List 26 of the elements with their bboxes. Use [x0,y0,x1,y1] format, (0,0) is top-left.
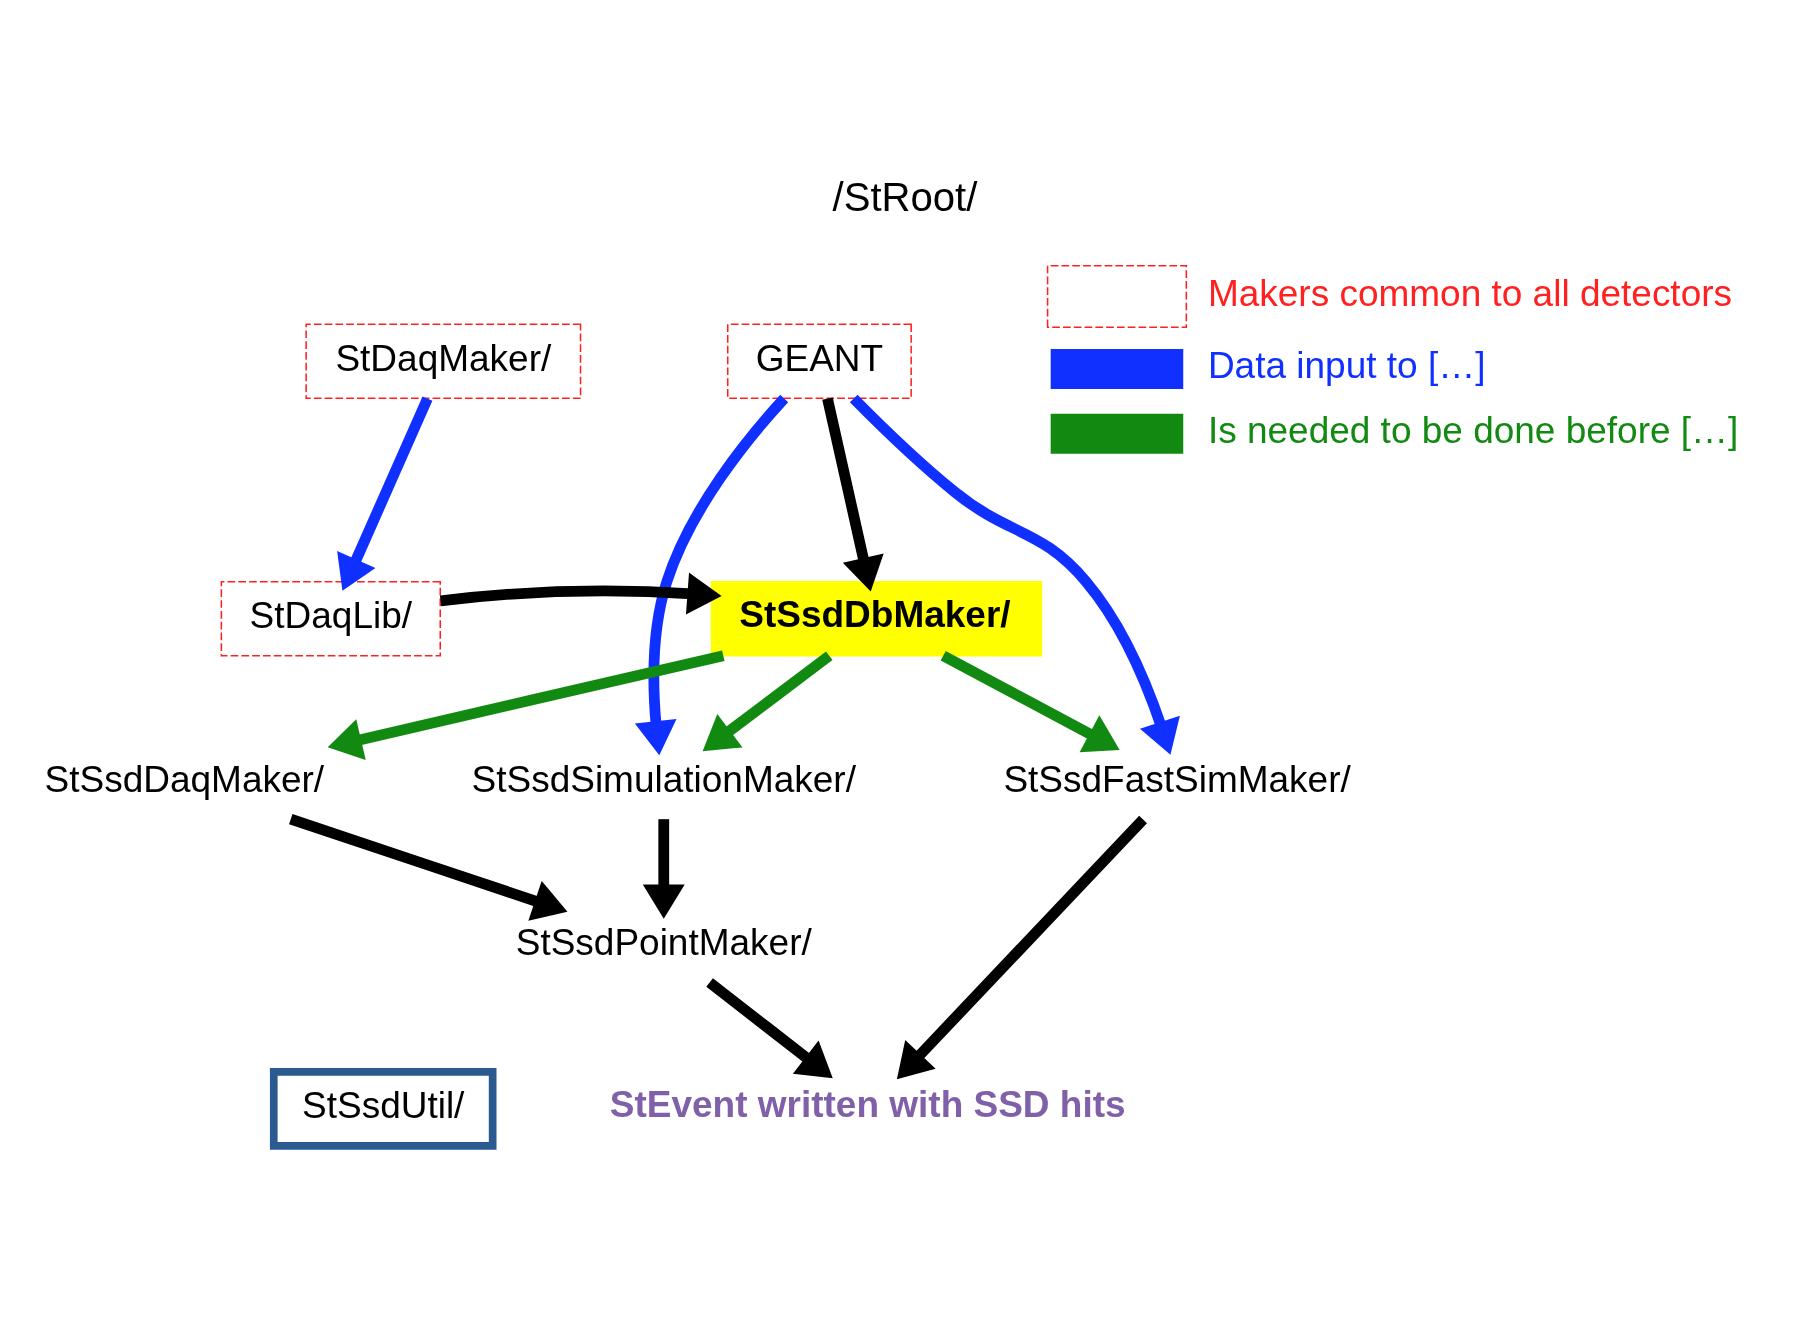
node-text: StSsdFastSimMaker/ [1002,758,1351,800]
node-box: StSsdDbMaker/ [710,580,1042,657]
diagram-title: /StRoot/ [832,175,977,220]
legend-label: Is needed to be done before […] [1207,410,1738,452]
arrow [896,815,1147,1080]
arrow [327,650,724,760]
node-box: StSsdUtil/ [269,1068,496,1150]
arrow [642,819,685,919]
arrow [634,394,788,756]
arrow [439,572,722,615]
arrow [705,978,833,1079]
node-box: GEANT [726,323,912,399]
node-box: StDaqMaker/ [304,323,581,399]
node-box: StDaqLib/ [220,580,441,657]
arrow [940,651,1120,753]
legend-label: Makers common to all detectors [1207,273,1732,315]
node-text: StEvent written with SSD hits [609,1083,1126,1125]
node-text: StSsdDaqMaker/ [44,758,324,800]
node-text: StSsdPointMaker/ [515,922,812,963]
arrow [821,397,884,592]
arrow [702,651,832,752]
legend-label: Data input to […] [1207,345,1485,387]
arrow [849,394,1180,755]
node-text: StSsdSimulationMaker/ [471,758,856,800]
arrow [288,814,567,921]
arrow [336,396,432,591]
